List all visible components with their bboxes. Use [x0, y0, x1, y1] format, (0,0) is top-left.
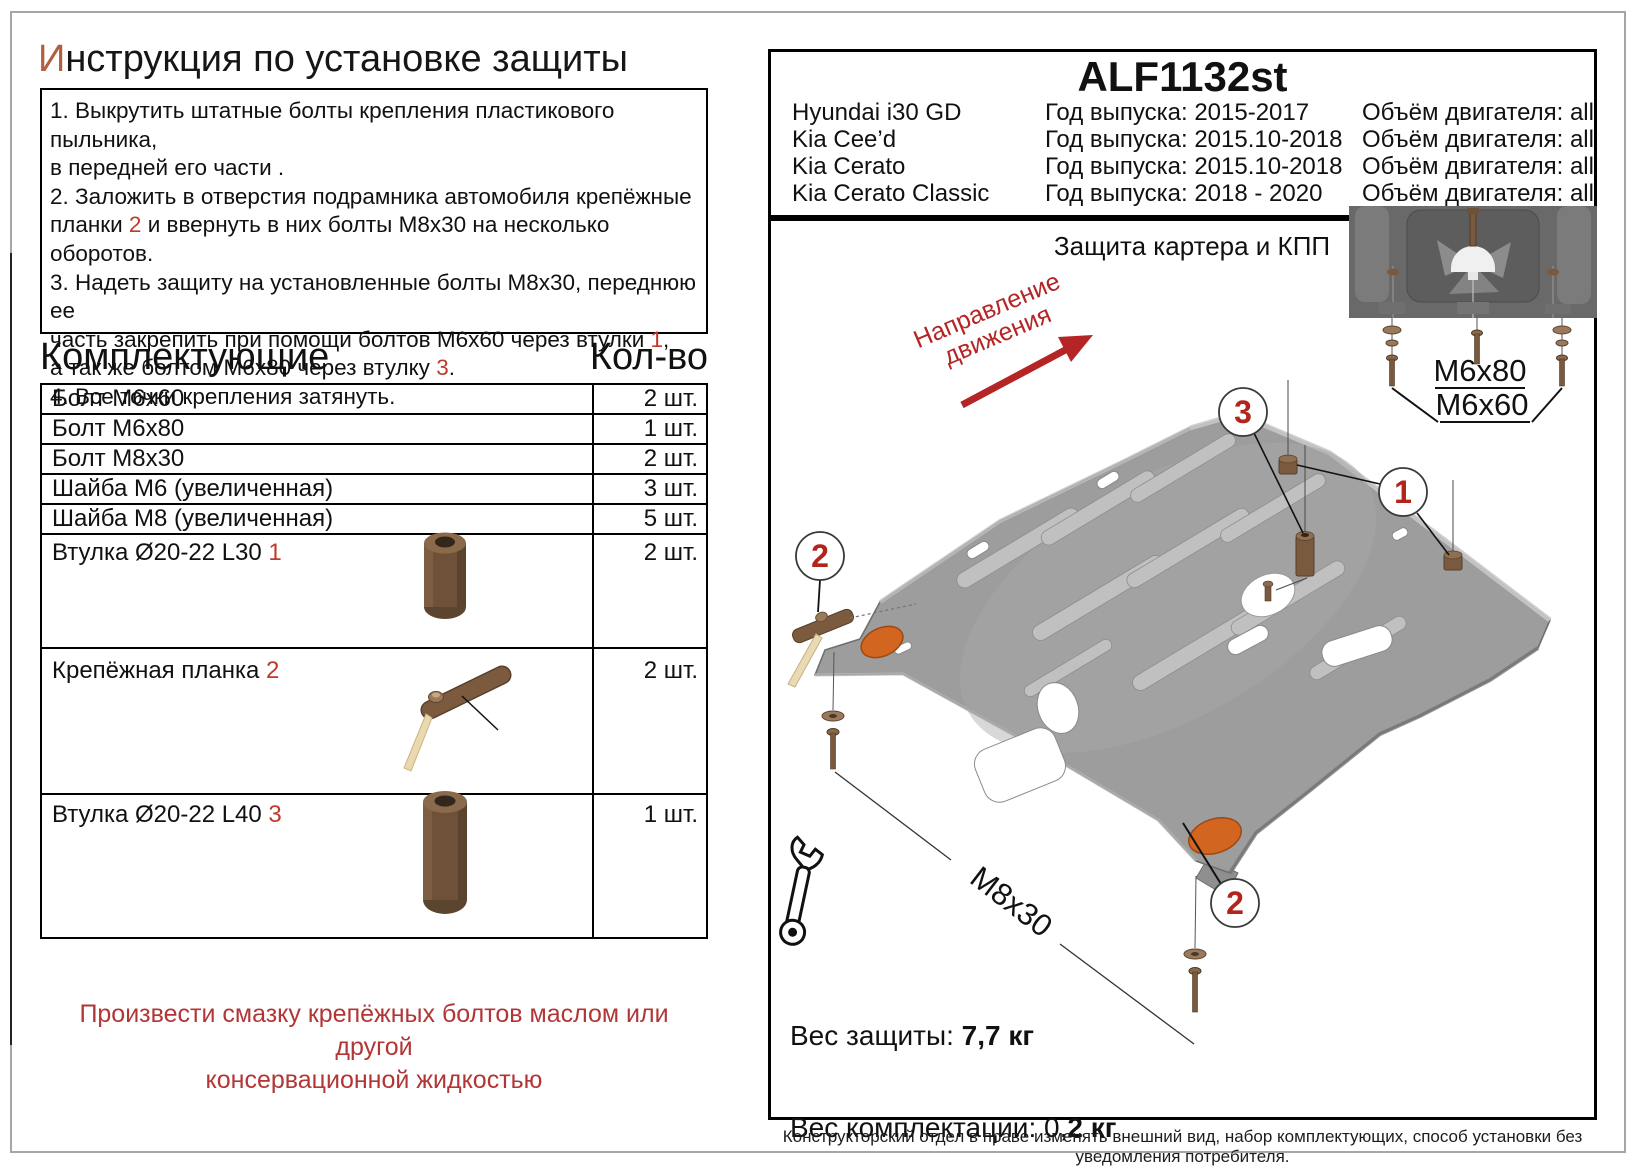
- mounting-plank-front: [787, 603, 917, 688]
- car-underside-image: [1349, 206, 1597, 323]
- callout-2-rear: 2: [1182, 822, 1260, 928]
- svg-text:М6х60: М6х60: [1435, 387, 1528, 422]
- ref-2: 2: [128, 212, 142, 238]
- page-title: Инструкция по установке защиты: [38, 38, 628, 81]
- callout-1: 1: [1296, 464, 1450, 556]
- diagram-panel: Защита картера и КПП Направление движени…: [768, 218, 1597, 1120]
- specs-list: Вес защиты: 7,7 кг Вес комплектации: 0,2…: [790, 960, 1191, 1168]
- direction-label: Направление движения: [910, 267, 1065, 370]
- table-row: Шайба М8 (увеличенная)5 шт.: [40, 503, 708, 535]
- product-header-box: [768, 49, 1597, 218]
- quantity-column-title: Кол-во: [589, 336, 708, 378]
- ref-1: 1: [650, 326, 664, 352]
- step-text: и ввернуть в них болты М8х30 на нескольк…: [50, 212, 697, 352]
- plate-bushings: [1275, 380, 1463, 591]
- skid-plate: [814, 380, 1552, 897]
- svg-text:М6х80: М6х80: [1433, 353, 1526, 388]
- title-first-letter: И: [38, 38, 66, 80]
- bushing-l30-image: [416, 530, 474, 627]
- spec-weight: Вес защиты: 7,7 кг: [790, 1020, 1035, 1052]
- wrench-icon: [779, 835, 825, 946]
- svg-text:1: 1: [1394, 474, 1412, 510]
- svg-text:2: 2: [1226, 885, 1244, 921]
- callout-2-front: 2: [795, 531, 845, 613]
- plate-holes: [893, 470, 1409, 803]
- installation-steps: 1. Выкрутить штатные болты крепления пла…: [40, 88, 708, 409]
- spec-kit-weight: Вес комплектации: 0,2 кг: [790, 1111, 1117, 1143]
- center-bolt: [1240, 572, 1296, 618]
- bolt-size-label: М6х80 М6х60: [1391, 353, 1563, 423]
- product-code: ALF1132st: [1077, 53, 1288, 100]
- svg-text:М8х30: М8х30: [964, 859, 1059, 943]
- skid-plate-diagram: Защита картера и КПП Направление движени…: [779, 231, 1572, 1045]
- svg-text:2: 2: [811, 538, 829, 574]
- scan-edge-line: [10, 253, 12, 1045]
- diagram-caption: Защита картера и КПП: [1054, 231, 1330, 261]
- step-text: 1. Выкрутить штатные болты крепления пла…: [50, 98, 692, 238]
- bushing-l40-image: [415, 788, 475, 923]
- lubrication-warning: Произвести смазку крепёжных болтов масло…: [79, 1000, 669, 1094]
- components-header: Комплектующие Кол-во: [40, 336, 708, 379]
- title-rest: нструкция по установке защиты: [65, 38, 628, 80]
- components-title: Комплектующие: [40, 336, 330, 378]
- step-text: , а так же болтом М6х80 через втулку: [50, 326, 670, 381]
- m6-bolts: [1382, 325, 1572, 387]
- direction-arrow-icon: [960, 335, 1093, 409]
- orange-plug-right: [1188, 817, 1242, 855]
- mounting-plate-image: [370, 648, 525, 781]
- table-row: Шайба М6 (увеличенная)3 шт.: [40, 473, 708, 505]
- manufacturer-disclaimer: Конструкторский отдел в праве изменять в…: [782, 1127, 1583, 1166]
- svg-text:3: 3: [1234, 394, 1252, 430]
- orange-plug-left: [860, 625, 904, 659]
- callout-3: 3: [1218, 387, 1304, 534]
- ref-3: 3: [436, 355, 449, 381]
- m8-bolt-stack-right: [1183, 875, 1207, 1013]
- m8-bolt-stack-left: [821, 651, 845, 770]
